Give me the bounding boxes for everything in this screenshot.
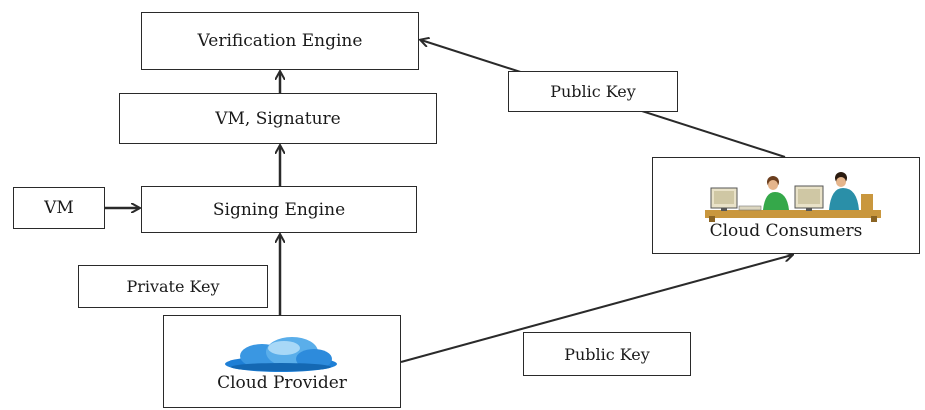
public-key-box-top: Public Key [508, 71, 678, 112]
public-key-label-bottom: Public Key [564, 344, 650, 364]
vm-signature-label: VM, Signature [215, 108, 341, 129]
cloud-provider-box: Cloud Provider [163, 315, 401, 408]
verification-engine-label: Verification Engine [197, 31, 363, 51]
cloud-consumers-box: Cloud Consumers [652, 157, 920, 254]
public-key-label-top: Public Key [550, 82, 636, 101]
arrow-provider-to-consumers [400, 255, 792, 363]
signing-engine-label: Signing Engine [212, 199, 346, 220]
private-key-box: Private Key [78, 265, 268, 308]
cloud-consumers-label: Cloud Consumers [709, 221, 863, 241]
vm-box: VM [13, 187, 105, 229]
private-key-label: Private Key [126, 277, 220, 296]
signing-engine-box: Signing Engine [141, 186, 417, 233]
cloud-icon [225, 337, 337, 372]
cloud-provider-label: Cloud Provider [217, 373, 347, 393]
vm-signature-box: VM, Signature [119, 93, 437, 144]
public-key-box-bottom: Public Key [523, 332, 691, 376]
people-at-computer-icon [705, 172, 881, 222]
verification-engine-box: Verification Engine [141, 12, 419, 70]
vm-label: VM [44, 198, 74, 218]
